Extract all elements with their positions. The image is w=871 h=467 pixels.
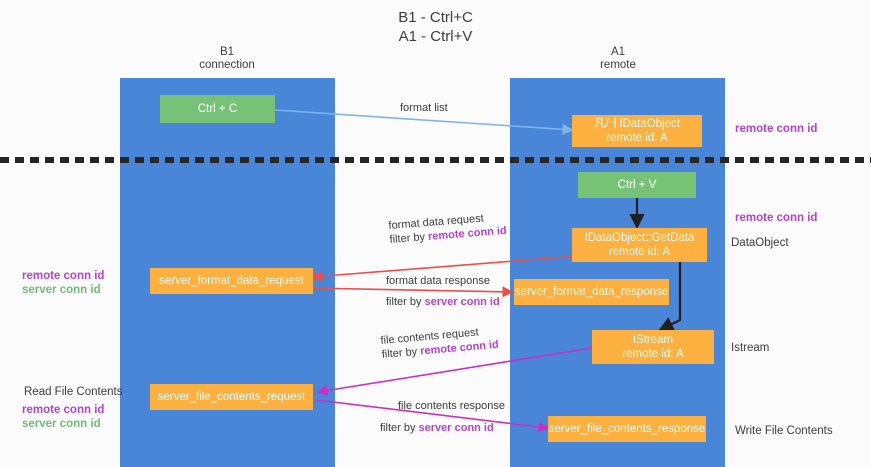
box-idataobject-sub: remote id: A bbox=[606, 132, 668, 144]
edge-label-format-data-response: format data response filter by server co… bbox=[386, 274, 500, 309]
edge-label-file-contents-request: file contents request filter by remote c… bbox=[380, 324, 499, 362]
annotation-left-remote-conn-id-bottom: remote conn id bbox=[22, 404, 105, 416]
edge-fcr-filter-prefix: filter by bbox=[381, 345, 421, 361]
edge-label-format-list-text: format list bbox=[400, 102, 448, 114]
box-server-file-contents-response[interactable]: server_file_contents_response bbox=[548, 416, 706, 442]
box-server-format-data-request-label: server_format_data_request bbox=[159, 275, 304, 287]
box-getdata-sub: remote id: A bbox=[608, 246, 671, 258]
edge-label-file-contents-response-line2: filter by server conn id bbox=[380, 421, 505, 435]
annotation-right-remote-conn-id-top: remote conn id bbox=[735, 122, 817, 136]
box-server-format-data-response-label: server_format_data_response bbox=[514, 286, 669, 298]
box-ctrl-c[interactable]: Ctrl + C bbox=[160, 95, 275, 123]
edge-label-file-contents-response: file contents response filter by server … bbox=[380, 399, 505, 435]
edge-fdres-filter-key: server conn id bbox=[424, 296, 500, 308]
annotation-right-remote-conn-id-mid: remote conn id bbox=[735, 211, 817, 225]
box-getdata-title: IDataObject::GetData bbox=[584, 232, 695, 244]
edge-label-format-list: format list bbox=[400, 101, 448, 115]
annotation-right-write-file-contents-text: Write File Contents bbox=[735, 425, 833, 437]
diagram-title: B1 - Ctrl+C A1 - Ctrl+V bbox=[0, 8, 871, 46]
annotation-right-write-file-contents: Write File Contents bbox=[735, 424, 833, 438]
annotation-left-read-file-contents: Read File Contents bbox=[24, 385, 122, 399]
annotation-left-remote-conn-id-mid: remote conn id bbox=[22, 270, 105, 282]
box-server-format-data-request[interactable]: server_format_data_request bbox=[150, 268, 313, 294]
annotation-left-server-conn-id-mid: server conn id bbox=[22, 284, 101, 296]
box-server-format-data-response[interactable]: server_format_data_response bbox=[514, 279, 669, 305]
box-idataobject-title: 凡/ㅓIDataObject bbox=[594, 118, 680, 130]
annotation-right-dataobject: DataObject bbox=[731, 236, 789, 250]
column-header-a1: A1 remote bbox=[543, 46, 693, 72]
edge-label-format-data-request: format data request filter by remote con… bbox=[388, 210, 507, 247]
box-idataobject[interactable]: 凡/ㅓIDataObject remote id: A bbox=[572, 115, 702, 147]
box-ctrl-v[interactable]: Ctrl + V bbox=[578, 172, 696, 198]
box-istream[interactable]: IStream remote id: A bbox=[592, 330, 714, 364]
section-divider-dashed bbox=[0, 157, 871, 163]
annotation-left-conn-ids-mid: remote conn id server conn id bbox=[22, 269, 104, 297]
column-header-b1-name: B1 bbox=[219, 46, 235, 58]
box-istream-sub: remote id: A bbox=[622, 348, 684, 360]
box-server-file-contents-response-label: server_file_contents_response bbox=[548, 423, 706, 435]
box-ctrl-v-label: Ctrl + V bbox=[617, 179, 657, 191]
edge-fcres-filter-key: server conn id bbox=[418, 422, 494, 434]
edge-fcres-filter-prefix: filter by bbox=[380, 422, 419, 434]
annotation-right-dataobject-text: DataObject bbox=[731, 237, 789, 249]
box-ctrl-c-label: Ctrl + C bbox=[197, 103, 238, 115]
edge-fdr-filter-prefix: filter by bbox=[389, 230, 429, 246]
edge-label-format-data-response-line2: filter by server conn id bbox=[386, 295, 500, 309]
column-header-b1: B1 connection bbox=[152, 46, 302, 72]
edge-label-file-contents-response-line1: file contents response bbox=[398, 400, 506, 412]
annotation-right-istream-text: Istream bbox=[731, 342, 770, 354]
edge-fdres-filter-prefix: filter by bbox=[386, 296, 425, 308]
box-server-file-contents-request-label: server_file_contents_request bbox=[157, 391, 306, 403]
annotation-right-istream: Istream bbox=[731, 341, 769, 355]
title-line-2: A1 - Ctrl+V bbox=[398, 28, 473, 45]
column-header-a1-name: A1 bbox=[610, 46, 626, 58]
box-istream-title: IStream bbox=[632, 334, 674, 346]
annotation-left-read-file-contents-text: Read File Contents bbox=[24, 386, 123, 398]
annotation-right-remote-conn-id-top-text: remote conn id bbox=[735, 123, 818, 135]
title-line-1: B1 - Ctrl+C bbox=[398, 9, 473, 26]
column-header-b1-role: connection bbox=[199, 59, 255, 71]
column-header-a1-role: remote bbox=[600, 59, 636, 71]
box-server-file-contents-request[interactable]: server_file_contents_request bbox=[150, 384, 313, 410]
annotation-left-server-conn-id-bottom: server conn id bbox=[22, 418, 101, 430]
box-idataobject-getdata[interactable]: IDataObject::GetData remote id: A bbox=[572, 228, 707, 262]
edge-label-format-data-response-line1: format data response bbox=[386, 275, 490, 287]
annotation-right-remote-conn-id-mid-text: remote conn id bbox=[735, 212, 818, 224]
annotation-left-conn-ids-bottom: remote conn id server conn id bbox=[22, 403, 104, 431]
